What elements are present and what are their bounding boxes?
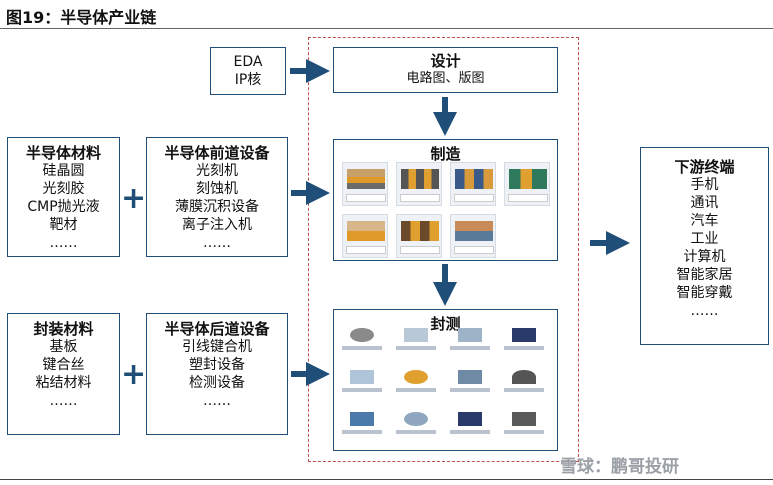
material-item: ……: [49, 235, 78, 251]
downstream-item: 计算机: [683, 249, 726, 265]
downstream-item: 智能穿戴: [676, 285, 733, 301]
front-equipment-item: 薄膜沉积设备: [175, 199, 259, 215]
pack-materials-box: 封装材料 基板 键合丝 粘结材料 ……: [7, 313, 120, 435]
pack-step-1: [342, 326, 382, 356]
packaging-title: 封测: [430, 315, 461, 333]
front-equipment-item: 刻蚀机: [196, 181, 238, 197]
pack-step-6: [396, 368, 436, 398]
pack-step-3: [450, 326, 490, 356]
downstream-item: 手机: [690, 177, 719, 193]
material-item: 靶材: [49, 217, 78, 233]
back-equipment-title: 半导体后道设备: [164, 320, 270, 338]
pack-step-5: [342, 368, 382, 398]
manufacture-panel: 制造: [333, 139, 558, 261]
process-tile-1: [342, 162, 388, 206]
manufacture-title: 制造: [430, 145, 461, 163]
downstream-item: ……: [690, 303, 719, 319]
process-tile-4: [504, 162, 550, 206]
pack-step-8: [504, 368, 544, 398]
downstream-box: 下游终端 手机 通讯 汽车 工业 计算机 智能家居 智能穿戴 ……: [640, 147, 769, 345]
front-equipment-item: 光刻机: [196, 163, 238, 179]
materials-title: 半导体材料: [25, 144, 101, 162]
ip-core-label: IP核: [234, 72, 262, 88]
back-equipment-item: 塑封设备: [189, 357, 245, 373]
watermark: 雪球：鹏哥投研: [560, 457, 679, 477]
bottom-divider: [0, 479, 773, 480]
plus-sign-bottom: +: [121, 357, 147, 392]
material-item: 硅晶圆: [42, 163, 85, 179]
materials-box: 半导体材料 硅晶圆 光刻胶 CMP抛光液 靶材 ……: [7, 137, 120, 257]
pack-materials-title: 封装材料: [33, 320, 94, 338]
core-process-region: [308, 37, 579, 462]
pack-step-4: [504, 326, 544, 356]
process-tile-2: [396, 162, 442, 206]
top-divider: [0, 28, 773, 29]
design-title: 设计: [430, 52, 461, 70]
plus-sign-top: +: [121, 181, 147, 216]
downstream-item: 工业: [690, 231, 719, 247]
downstream-title: 下游终端: [674, 158, 735, 176]
pack-material-item: 基板: [49, 339, 78, 355]
front-equipment-title: 半导体前道设备: [164, 144, 270, 162]
back-equipment-item: ……: [203, 393, 231, 409]
back-equipment-box: 半导体后道设备 引线键合机 塑封设备 检测设备 ……: [146, 313, 288, 435]
downstream-item: 通讯: [690, 195, 719, 211]
back-equipment-item: 引线键合机: [182, 339, 252, 355]
material-item: CMP抛光液: [27, 199, 100, 215]
pack-step-7: [450, 368, 490, 398]
pack-step-2: [396, 326, 436, 356]
pack-step-11: [450, 410, 490, 440]
design-box: 设计 电路图、版图: [333, 47, 558, 93]
pack-material-item: 键合丝: [42, 357, 85, 373]
pack-step-12: [504, 410, 544, 440]
process-tile-6: [396, 214, 442, 258]
pack-material-item: ……: [49, 393, 78, 409]
eda-box: EDA IP核: [210, 47, 286, 95]
front-equipment-box: 半导体前道设备 光刻机 刻蚀机 薄膜沉积设备 离子注入机 ……: [146, 137, 288, 257]
pack-material-item: 粘结材料: [35, 375, 92, 391]
process-tile-7: [450, 214, 496, 258]
downstream-item: 汽车: [690, 213, 719, 229]
process-tile-3: [450, 162, 496, 206]
packaging-panel: 封测: [333, 309, 558, 451]
design-subtitle: 电路图、版图: [406, 71, 485, 86]
figure-title: 图19：半导体产业链: [6, 8, 157, 27]
downstream-item: 智能家居: [676, 267, 733, 283]
front-equipment-item: ……: [203, 235, 231, 251]
pack-step-9: [342, 410, 382, 440]
material-item: 光刻胶: [42, 181, 85, 197]
eda-label: EDA: [233, 54, 263, 70]
process-tile-5: [342, 214, 388, 258]
back-equipment-item: 检测设备: [189, 375, 245, 391]
front-equipment-item: 离子注入机: [182, 217, 252, 233]
pack-step-10: [396, 410, 436, 440]
